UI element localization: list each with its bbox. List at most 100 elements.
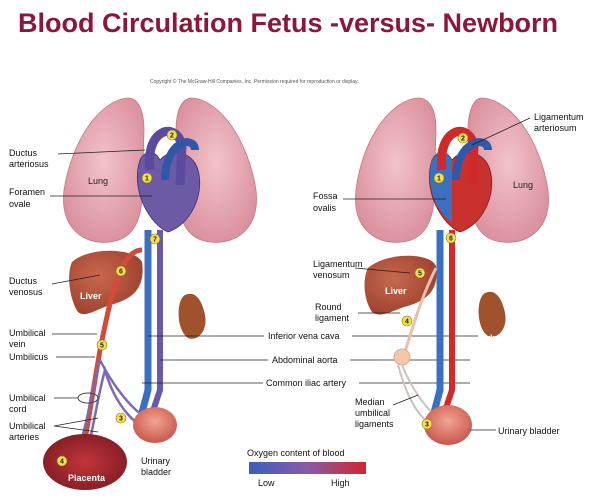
svg-text:Fossa: Fossa [313,191,338,201]
newborn-marker-1 [433,172,445,184]
fetus-left-lung [63,97,145,243]
newborn-right-lung [467,97,549,243]
center-vessel-labels: Inferior vena cava Abdominal aorta Commo… [142,331,478,388]
newborn-round-ligament-label: Round ligament [315,302,400,323]
svg-text:Urinary bladder: Urinary bladder [498,426,560,436]
newborn-marker-2-text: 2 [461,136,465,143]
svg-text:arteries: arteries [9,432,40,442]
newborn-lung-label: Lung [513,180,533,190]
legend-title: Oxygen content of blood [247,448,345,458]
svg-text:vein: vein [9,339,26,349]
copyright-notice: Copyright © The McGraw-Hill Companies, I… [150,79,359,85]
newborn-median-umbilical-ligaments-label: Median umbilical ligaments [355,394,419,429]
common-iliac-artery-label: Common iliac artery [266,378,347,388]
svg-text:arteriosus: arteriosus [9,159,49,169]
fetus-marker-1 [141,172,153,184]
fetus-number-markers: 1 2 3 4 5 6 7 [56,129,178,467]
fetus-marker-2-text: 2 [170,133,174,140]
fetus-marker-6-text: 6 [119,269,123,276]
fetus-kidney-label: Kidney [181,339,211,349]
fetus-urinary-bladder-label: Urinary bladder [141,456,171,477]
fetus-marker-7-text: 7 [153,237,157,244]
fetus-marker-2 [166,129,178,141]
newborn-marker-5 [414,267,426,279]
svg-text:Ductus: Ductus [9,148,38,158]
newborn-marker-3 [421,418,433,430]
svg-text:Umbilical: Umbilical [9,393,46,403]
svg-text:cord: cord [9,404,27,414]
newborn-urinary-bladder [424,405,472,445]
fetus-liver-label: Liver [80,291,102,301]
fetus-pulmonary-trunk [161,138,199,181]
fetus-foramen-ovale-label: Foramen ovale [9,187,152,209]
svg-text:Ductus: Ductus [9,276,38,286]
svg-text:ligaments: ligaments [355,419,394,429]
oxygen-legend: Oxygen content of blood Low High [247,448,366,488]
fetus-placenta [43,434,127,490]
newborn-diagram: 1 2 3 4 5 6 Lung Liver Kidney Ligamentum… [313,97,584,445]
fetus-right-lung [175,97,257,243]
legend-gradient-bar [249,462,366,474]
newborn-marker-4 [401,315,413,327]
fetus-umbilical-artery-1 [78,356,151,446]
fetus-marker-5-text: 5 [100,343,104,350]
fetus-marker-4 [56,455,68,467]
svg-text:venosum: venosum [313,270,350,280]
newborn-liver-label: Liver [385,286,407,296]
fetus-umbilical-cord-label: Umbilical cord [9,393,78,414]
svg-text:ovalis: ovalis [313,203,337,213]
newborn-left-lung [355,97,437,243]
svg-text:ligament: ligament [315,313,350,323]
page-title: Blood Circulation Fetus -versus- Newborn [18,8,559,38]
newborn-marker-2 [457,132,469,144]
fetus-liver [69,250,143,315]
svg-text:ovale: ovale [9,199,31,209]
newborn-ligamentum-venosum-label: Ligamentum venosum [313,259,411,280]
newborn-umbilicus [393,348,411,366]
svg-text:umbilical: umbilical [355,408,390,418]
svg-text:Umbilical: Umbilical [9,328,46,338]
newborn-kidney-label: Kidney [478,333,508,343]
fetus-ductus-venosus-label: Ductus venosus [9,274,101,297]
newborn-ligamentum-arteriosum-label: Ligamentum arteriosum [471,112,584,146]
newborn-marker-6-text: 6 [449,236,453,243]
fetus-marker-5 [96,339,108,351]
newborn-fossa-ovalis-label: Fossa ovalis [313,191,446,213]
newborn-number-markers: 1 2 3 4 5 6 [401,132,469,430]
newborn-inferior-vena-cava [428,230,444,421]
svg-text:Ligamentum: Ligamentum [534,112,584,122]
newborn-pulmonary-trunk [452,138,492,181]
abdominal-aorta-label: Abdominal aorta [272,355,338,365]
newborn-kidney [478,291,506,337]
fetus-umbilicus-label: Umbilicus [9,352,95,362]
fetus-ductus-arteriosus-label: Ductus arteriosus [9,148,146,169]
fetus-marker-6 [115,265,127,277]
fetus-diagram: 1 2 3 4 5 6 7 Lung Liver Kidney Placenta… [9,97,257,490]
fetus-urinary-bladder [133,407,177,443]
svg-text:venosus: venosus [9,287,43,297]
newborn-round-ligament [403,267,438,353]
legend-high-label: High [331,478,350,488]
fetus-inferior-vena-cava [136,230,152,421]
svg-text:Umbilicus: Umbilicus [9,352,49,362]
svg-text:Foramen: Foramen [9,187,45,197]
inferior-vena-cava-label: Inferior vena cava [268,331,340,341]
newborn-marker-1-text: 1 [437,176,441,183]
newborn-marker-4-text: 4 [405,319,409,326]
legend-low-label: Low [258,478,275,488]
fetus-marker-3 [115,412,127,424]
svg-text:Ligamentum: Ligamentum [313,259,363,269]
svg-text:Urinary: Urinary [141,456,171,466]
fetus-cord-loop [77,392,99,404]
svg-text:Round: Round [315,302,342,312]
newborn-right-heart [429,152,452,222]
newborn-marker-5-text: 5 [418,271,422,278]
fetus-marker-3-text: 3 [119,416,123,423]
fetus-marker-1-text: 1 [145,176,149,183]
fetus-marker-7 [149,233,161,245]
fetus-lung-label: Lung [88,176,108,186]
svg-text:arteriosum: arteriosum [534,123,577,133]
svg-text:bladder: bladder [141,467,171,477]
newborn-marker-3-text: 3 [425,422,429,429]
